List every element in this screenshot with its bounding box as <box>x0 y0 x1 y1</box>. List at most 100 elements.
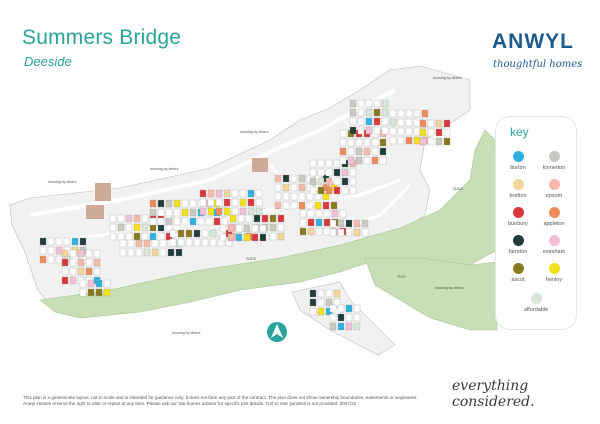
plot <box>189 199 197 208</box>
plot <box>127 239 135 248</box>
plot <box>413 118 421 127</box>
plot <box>125 232 133 241</box>
plot <box>373 117 381 126</box>
plot <box>247 198 255 207</box>
plot <box>93 258 101 267</box>
key-label: kinnerton <box>542 165 566 171</box>
plot <box>277 214 285 223</box>
plot <box>325 168 333 177</box>
plot <box>381 108 389 117</box>
plot <box>69 258 77 267</box>
plot <box>167 248 175 257</box>
plot <box>381 99 389 108</box>
plot <box>323 227 331 236</box>
plot <box>159 248 167 257</box>
plot <box>333 177 341 186</box>
plot <box>337 219 345 228</box>
plot <box>69 267 77 276</box>
plot <box>199 189 207 198</box>
plot <box>379 147 387 156</box>
plot <box>125 223 133 232</box>
plot <box>337 228 345 237</box>
key-label: appleton <box>543 221 565 227</box>
plot <box>443 119 451 128</box>
plot <box>215 189 223 198</box>
plot <box>298 183 306 192</box>
key-swatch <box>548 263 560 274</box>
plot <box>274 201 282 210</box>
plot <box>175 248 183 257</box>
plot <box>227 224 235 233</box>
green-pos <box>364 257 498 331</box>
key-swatch <box>512 207 524 218</box>
plot <box>157 217 165 226</box>
plot <box>349 117 357 126</box>
plot <box>193 238 201 247</box>
key-swatch <box>548 207 560 218</box>
plot <box>317 177 325 186</box>
plot <box>141 223 149 232</box>
plot <box>341 186 349 195</box>
plot <box>397 127 405 136</box>
plot <box>345 228 353 237</box>
plot <box>371 138 379 147</box>
plot <box>306 201 314 210</box>
plot <box>307 209 315 218</box>
key-item-affordable: affordable <box>516 293 556 313</box>
plot <box>349 168 357 177</box>
plot <box>221 217 229 226</box>
plot <box>282 174 290 183</box>
plot <box>325 177 333 186</box>
plot <box>157 199 165 208</box>
plot <box>181 199 189 208</box>
plot <box>243 233 251 242</box>
plot <box>173 208 181 217</box>
slogan: everything considered. <box>452 378 535 410</box>
plot <box>341 168 349 177</box>
plot <box>363 156 371 165</box>
plot <box>379 138 387 147</box>
plot <box>282 183 290 192</box>
plot <box>322 201 330 210</box>
plot <box>379 156 387 165</box>
plot <box>237 214 245 223</box>
plot <box>333 289 341 298</box>
plot <box>213 217 221 226</box>
plot <box>125 214 133 223</box>
plot <box>339 129 347 138</box>
plot <box>373 108 381 117</box>
brand-tagline: thoughtful homes <box>493 59 583 70</box>
plot <box>239 198 247 207</box>
plot <box>397 136 405 145</box>
plot <box>337 313 345 322</box>
plot <box>355 147 363 156</box>
plot <box>413 109 421 118</box>
plot <box>349 108 357 117</box>
plot <box>397 118 405 127</box>
plot <box>207 189 215 198</box>
plot <box>282 201 290 210</box>
plot <box>199 207 207 216</box>
plot <box>109 223 117 232</box>
plot <box>231 198 239 207</box>
plot <box>205 217 213 226</box>
plot <box>339 138 347 147</box>
plot <box>117 232 125 241</box>
plot <box>315 227 323 236</box>
plot <box>345 304 353 313</box>
plot <box>363 138 371 147</box>
plot <box>345 322 353 331</box>
plot <box>357 117 365 126</box>
key-label: evesham <box>542 249 566 255</box>
plot <box>277 223 285 232</box>
plot <box>341 177 349 186</box>
plot <box>253 214 261 223</box>
plot <box>333 168 341 177</box>
key-item-kinnerton: kinnerton <box>534 151 574 171</box>
plot <box>337 304 345 313</box>
plot <box>269 214 277 223</box>
label-pos: POS <box>398 275 406 279</box>
plot <box>209 229 217 238</box>
plot <box>325 289 333 298</box>
